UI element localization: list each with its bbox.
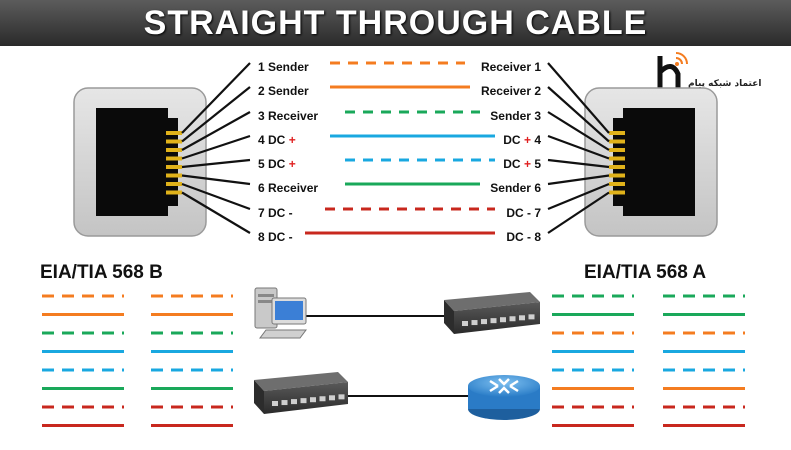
t568a-column-1 <box>552 294 634 427</box>
right-fan-wire <box>547 111 610 151</box>
right-pin-contact <box>609 156 625 161</box>
right-fan-wire <box>547 86 610 143</box>
switch-port <box>319 396 326 402</box>
t568b-column-2 <box>151 294 233 427</box>
left-pin-contact <box>166 173 182 178</box>
right-pin-label-1: Receiver 1 <box>481 60 541 74</box>
right-pin-labels: Receiver 1 Receiver 2 Sender 3 DC + 4 DC… <box>481 60 541 244</box>
switch-port <box>471 320 478 326</box>
right-fan-wire <box>547 158 610 169</box>
left-rj45-connector <box>73 87 207 237</box>
switch-port <box>481 319 487 325</box>
right-pin-contact <box>609 173 625 178</box>
right-pin-contact <box>609 182 625 186</box>
left-pin-label-1: 1 Sender <box>258 60 309 74</box>
left-pin-contact <box>166 190 182 195</box>
left-fan-wire <box>181 174 251 186</box>
switch-port <box>300 398 307 404</box>
left-pin-contact <box>166 165 182 169</box>
right-fan-wire <box>547 134 610 160</box>
switch-port <box>509 316 516 322</box>
switch-port <box>462 321 468 326</box>
title-bar: STRAIGHT THROUGH CABLE <box>0 0 791 46</box>
switch-port <box>528 314 535 320</box>
router-icon <box>468 375 540 420</box>
left-fan-wire <box>181 86 251 143</box>
switch-port <box>500 317 506 323</box>
switch-icon <box>254 372 348 414</box>
left-fan-wire <box>181 134 251 160</box>
switch-port <box>329 395 335 401</box>
right-pin-label-8: DC - 8 <box>506 230 541 244</box>
right-pin-label-7: DC - 7 <box>506 206 541 220</box>
right-fan-wire <box>547 62 610 134</box>
right-fan-wire <box>547 182 610 211</box>
left-pin-label-5: 5 DC + <box>258 157 296 171</box>
left-pin-contact <box>166 139 182 144</box>
standard-a-label: EIA/TIA 568 A <box>584 262 706 283</box>
right-pin-contact <box>609 148 625 152</box>
t568b-column-1 <box>42 294 124 427</box>
switch-port <box>338 394 345 400</box>
left-pin-labels: 1 Sender 2 Sender 3 Receiver 4 DC + 5 DC… <box>258 60 318 244</box>
page-title: STRAIGHT THROUGH CABLE <box>143 3 648 42</box>
left-pin-label-7: 7 DC - <box>258 206 293 220</box>
standard-b-label: EIA/TIA 568 B <box>40 262 163 283</box>
switch-icon <box>444 292 540 334</box>
logo-text: اعتماد شبکه پیام <box>688 79 762 89</box>
left-pin-contact <box>166 131 182 135</box>
switch-port <box>272 401 278 406</box>
right-pin-contact <box>609 131 625 135</box>
right-pin-label-6: Sender 6 <box>490 181 541 195</box>
switch-port <box>281 400 288 406</box>
right-pin-contact <box>609 165 625 169</box>
t568a-column-2 <box>663 294 745 427</box>
right-fan-wire <box>547 174 610 186</box>
left-fan-wire <box>181 191 251 234</box>
right-pin-label-2: Receiver 2 <box>481 84 541 98</box>
left-pin-contact <box>166 156 182 161</box>
right-pin-label-5: DC + 5 <box>503 157 541 171</box>
right-fan-wire <box>547 191 610 234</box>
left-pin-label-3: 3 Receiver <box>258 109 318 123</box>
left-fan-wire <box>181 62 251 134</box>
left-fan-wire <box>181 111 251 151</box>
switch-port <box>519 315 525 321</box>
right-pin-label-4: DC + 4 <box>503 133 541 147</box>
switch-port <box>490 318 497 324</box>
right-rj45-connector <box>584 87 718 237</box>
cable-diagram: 1 Sender 2 Sender 3 Receiver 4 DC + 5 DC… <box>40 60 745 427</box>
center-wires <box>305 61 495 235</box>
right-pin-contact <box>609 139 625 144</box>
switch-port <box>310 397 316 403</box>
company-logo-icon <box>657 52 688 90</box>
left-pin-label-4: 4 DC + <box>258 133 296 147</box>
left-pin-contact <box>166 182 182 186</box>
left-pin-contact <box>166 148 182 152</box>
left-pin-label-8: 8 DC - <box>258 230 293 244</box>
left-fan-wire <box>181 158 251 169</box>
computer-icon <box>254 287 307 339</box>
right-pin-label-3: Sender 3 <box>490 109 541 123</box>
fan-out-wires <box>181 62 610 234</box>
left-pin-label-6: 6 Receiver <box>258 181 318 195</box>
switch-port <box>291 399 297 405</box>
right-pin-contact <box>609 190 625 195</box>
left-pin-label-2: 2 Sender <box>258 84 309 98</box>
left-fan-wire <box>181 182 251 211</box>
